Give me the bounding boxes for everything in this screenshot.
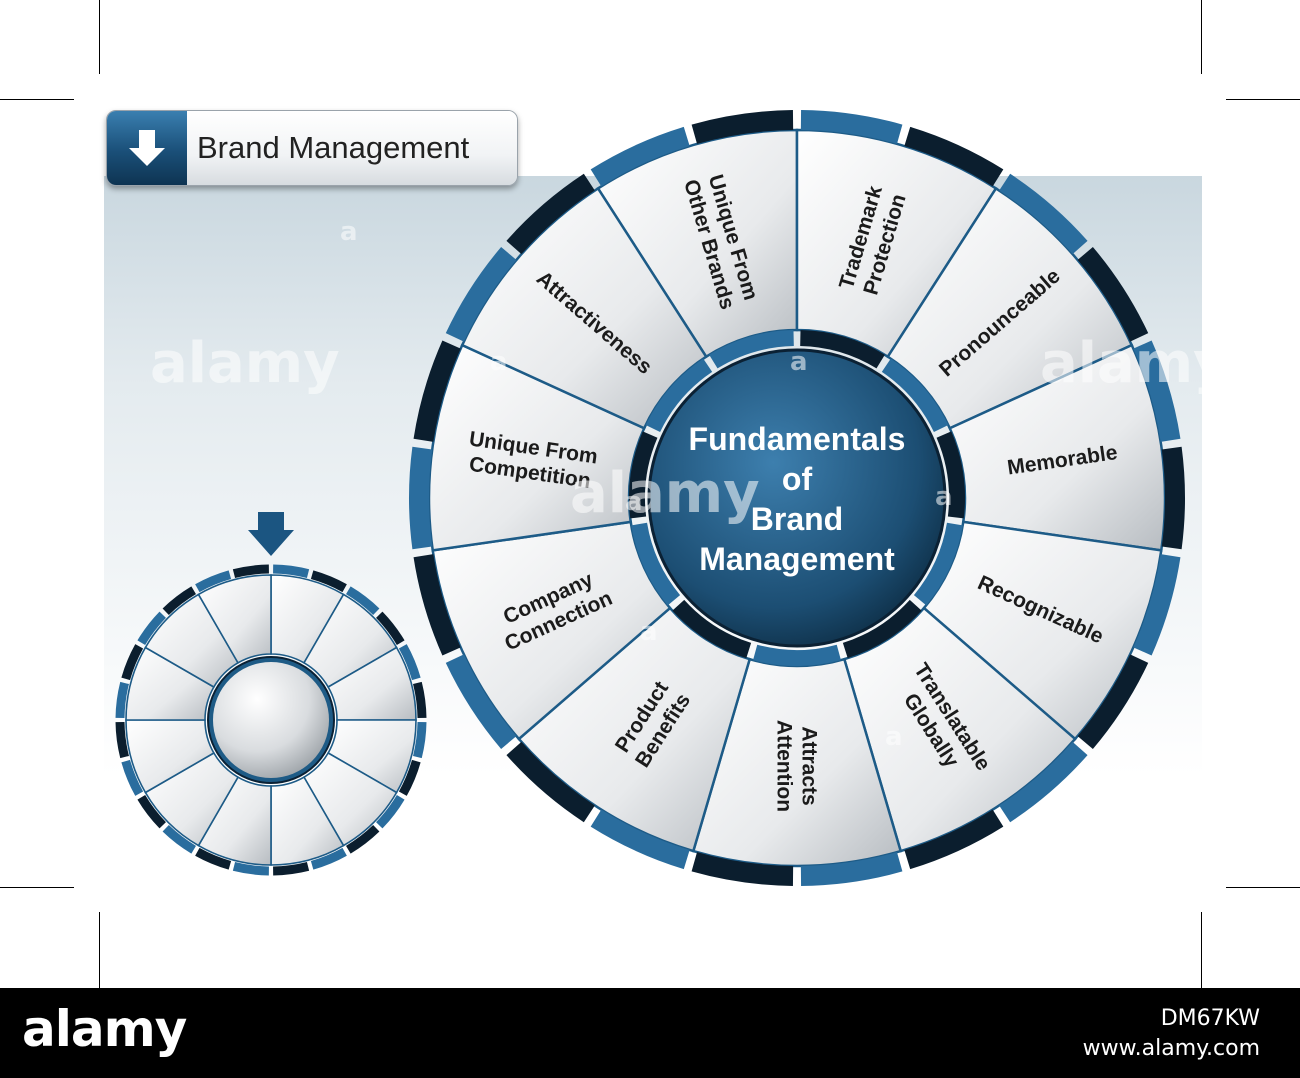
outer-ring-arc (800, 852, 903, 886)
small-down-arrow-icon (248, 512, 294, 556)
small-outer-ring-arc (137, 794, 167, 829)
outer-ring-arc (1161, 446, 1185, 550)
inner-ring-arc (842, 599, 922, 659)
outer-ring-arc (445, 654, 517, 750)
small-outer-ring-arc (115, 681, 129, 719)
inner-ring-layer (629, 330, 965, 666)
small-outer-ring-arc (121, 759, 144, 796)
small-outer-ring-arc (121, 644, 144, 681)
outer-ring-arc (904, 126, 1004, 187)
outer-ring-arc (904, 809, 1004, 870)
center-hub (649, 350, 945, 646)
down-arrow-icon (129, 130, 165, 166)
outer-ring-arc (413, 554, 461, 656)
canvas: Brand Management Fundam (0, 0, 1300, 988)
outer-ring-arc (590, 809, 690, 870)
outer-ring-arc (506, 173, 595, 255)
inner-ring-arc (672, 599, 752, 659)
header-label-box: Brand Management (187, 111, 517, 185)
small-outer-ring-arc (398, 644, 421, 681)
center-hub-rim (647, 348, 947, 648)
outer-ring-arc (1133, 340, 1181, 442)
small-outer-ring-arc (232, 862, 270, 876)
inner-ring-arc (936, 431, 965, 519)
outer-ring-arc (800, 110, 903, 144)
small-outer-ring-arc (232, 564, 270, 578)
small-outer-ring-arc (398, 759, 421, 796)
small-outer-ring-arc (195, 847, 232, 870)
inner-ring-arc (645, 358, 713, 433)
inner-ring-arc (709, 330, 794, 369)
small-center-sphere (213, 662, 329, 778)
small-outer-ring-arc (162, 824, 197, 854)
outer-ring-arc (409, 446, 433, 550)
small-outer-ring-arc (310, 847, 347, 870)
crop-mark (1201, 0, 1202, 74)
footer-image-id: DM67KW (1160, 1006, 1260, 1031)
outer-ring-arc (999, 741, 1088, 823)
small-outer-ring-arc (272, 862, 310, 876)
footer-brand-logo: alamy (22, 1000, 187, 1058)
crop-mark (1226, 887, 1300, 888)
footer-url: www.alamy.com (1082, 1036, 1260, 1061)
inner-ring-arc (629, 431, 658, 519)
small-wheel (115, 512, 427, 876)
small-outer-ring-arc (310, 570, 347, 593)
outer-ring-arc (506, 741, 595, 823)
svg-text:AttractsAttention: AttractsAttention (773, 720, 821, 812)
outer-ring-arc (1133, 554, 1181, 656)
footer-bar: alamy DM67KW www.alamy.com (0, 988, 1300, 1078)
crop-mark (99, 0, 100, 74)
small-outer-ring-arc (195, 570, 232, 593)
inner-ring-arc (881, 358, 949, 433)
outer-ring-arc (691, 110, 794, 144)
small-outer-ring-arc (115, 721, 129, 759)
small-outer-ring-arc (375, 794, 405, 829)
outer-ring-arc (413, 340, 461, 442)
small-outer-ring-arc (272, 564, 310, 578)
small-outer-ring-arc (345, 824, 380, 854)
crop-mark (99, 912, 100, 988)
outer-ring-arc (1077, 654, 1149, 750)
crop-mark (1201, 912, 1202, 988)
small-outer-ring-arc (375, 611, 405, 646)
segments-layer (427, 128, 1167, 868)
outer-ring-arc (691, 852, 794, 886)
small-wheel-segment (197, 574, 272, 664)
outer-ring-arc (999, 173, 1088, 255)
inner-ring-arc (913, 522, 963, 606)
crop-mark (1226, 99, 1300, 100)
inner-ring-arc (800, 330, 885, 369)
header-box: Brand Management (106, 110, 518, 186)
small-outer-ring-arc (413, 681, 427, 719)
small-ring-layer (115, 564, 427, 876)
small-outer-ring-arc (345, 586, 380, 616)
small-outer-ring-arc (137, 611, 167, 646)
outer-ring-arc (1077, 246, 1149, 342)
crop-mark (0, 887, 74, 888)
inner-ring-arc (631, 522, 681, 606)
wheel-segment-label: AttractsAttention (773, 720, 821, 812)
outer-ring-arc (445, 246, 517, 342)
small-outer-ring-arc (413, 721, 427, 759)
header-title: Brand Management (197, 130, 470, 165)
outer-ring-arc (590, 126, 690, 187)
small-outer-ring-arc (162, 586, 197, 616)
inner-ring-arc (753, 644, 841, 666)
crop-mark (0, 99, 74, 100)
outer-ring-layer (409, 110, 1185, 886)
small-segments-layer (125, 574, 417, 866)
header-icon-box (107, 111, 187, 185)
